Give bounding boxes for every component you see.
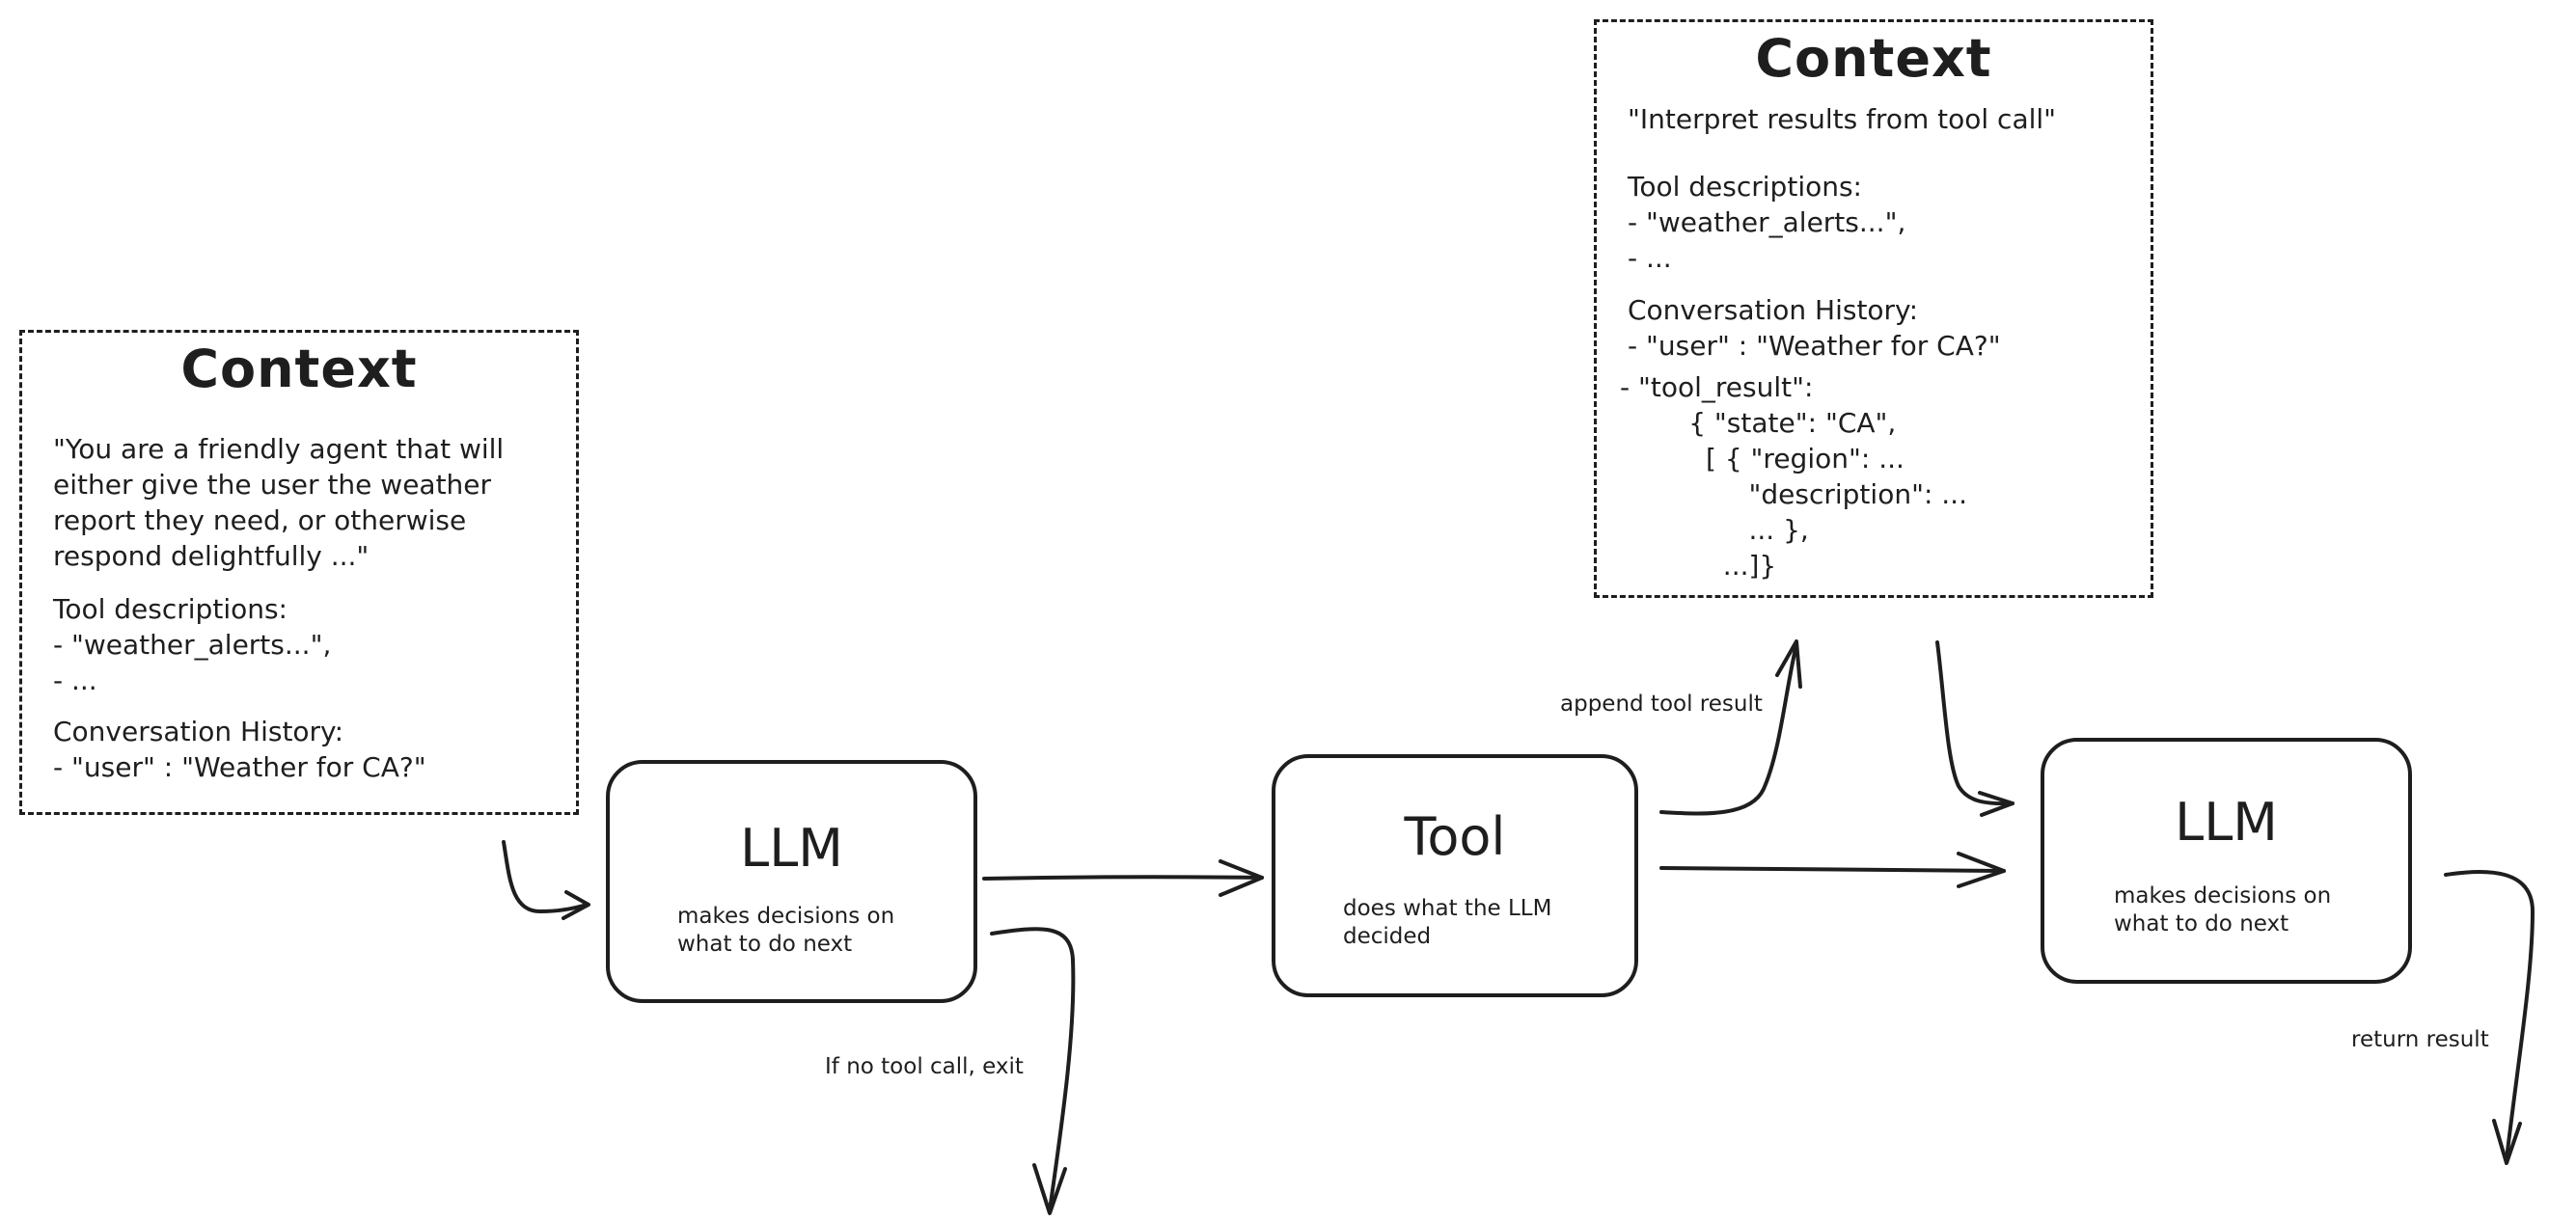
- llm-node-description: makes decisions on what to do next: [2114, 883, 2332, 936]
- context-tool-result: - "tool_result": { "state": "CA", [ { "r…: [1620, 371, 1967, 582]
- context-tool-descriptions: Tool descriptions: - "weather_alerts..."…: [53, 593, 332, 696]
- tool-node-title: Tool: [1404, 806, 1506, 867]
- arrow-llm-to-tool: [982, 875, 1264, 881]
- llm-node-title: LLM: [740, 818, 843, 879]
- label-append-tool-result: append tool result: [1560, 692, 1763, 717]
- context-instruction: "Interpret results from tool call": [1628, 103, 2057, 135]
- arrow-tool-to-llm: [1659, 866, 2006, 873]
- arrow-context-to-llm-second: [1935, 640, 2014, 806]
- llm-node-title: LLM: [2175, 792, 2278, 853]
- arrowhead-exit-no-tool: [1032, 1163, 1067, 1215]
- llm-node-second: LLM makes decisions on what to do next: [2041, 738, 2412, 984]
- arrowhead-llm-to-tool: [1219, 859, 1264, 897]
- label-no-tool-exit: If no tool call, exit: [825, 1054, 1024, 1079]
- context-title: Context: [1755, 28, 1992, 89]
- context-box-initial: Context "You are a friendly agent that w…: [19, 330, 579, 815]
- arrow-return-result: [2444, 869, 2535, 1161]
- tool-node-description: does what the LLM decided: [1343, 896, 1552, 949]
- tool-node: Tool does what the LLM decided: [1272, 754, 1638, 997]
- llm-node-first: LLM makes decisions on what to do next: [606, 760, 977, 1003]
- context-title: Context: [180, 339, 418, 399]
- context-system-prompt: "You are a friendly agent that will eith…: [53, 433, 505, 572]
- context-conversation-history: Conversation History: - "user" : "Weathe…: [53, 716, 426, 783]
- context-tool-descriptions: Tool descriptions: - "weather_alerts..."…: [1628, 171, 1906, 274]
- context-conversation-history: Conversation History: - "user" : "Weathe…: [1628, 294, 2001, 362]
- arrowhead-tool-to-llm: [1957, 852, 2006, 888]
- arrowhead-append-tool-result: [1775, 639, 1802, 689]
- arrow-context-to-llm: [502, 840, 589, 913]
- arrow-exit-no-tool: [990, 927, 1076, 1212]
- arrowhead-context-to-llm-second: [1978, 791, 2014, 817]
- arrowhead-return-result: [2492, 1119, 2522, 1165]
- label-return-result: return result: [2351, 1027, 2489, 1052]
- llm-node-description: makes decisions on what to do next: [677, 904, 895, 957]
- context-box-after-tool: Context "Interpret results from tool cal…: [1594, 19, 2153, 598]
- arrowhead-context-to-llm: [562, 890, 590, 920]
- arrow-append-tool-result: [1659, 642, 1798, 816]
